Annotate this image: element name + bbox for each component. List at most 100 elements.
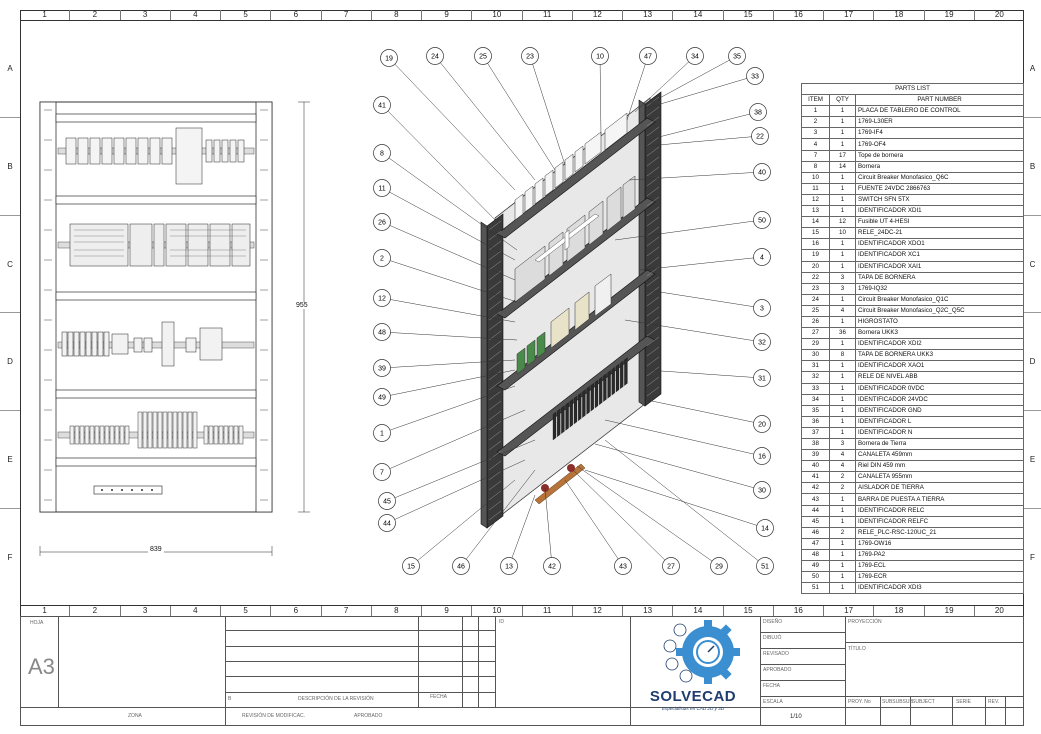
title-block — [20, 616, 1024, 726]
leader-line — [434, 55, 536, 181]
channel-slot — [646, 216, 660, 227]
part-number-cell: 1769-L30ER — [855, 116, 1024, 129]
balloon-callout: 24 — [426, 47, 444, 65]
item-cell: 12 — [801, 193, 830, 207]
zone-label: 1 — [20, 606, 71, 616]
balloon-callout: 45 — [378, 492, 396, 510]
channel-slot — [488, 450, 502, 461]
channel-slot — [488, 470, 502, 481]
balloon-number: 32 — [758, 340, 766, 347]
part-number-cell: Fusible UT 4-HESI — [855, 216, 1024, 229]
balloon-callout: 8 — [373, 144, 391, 162]
channel-slot — [488, 250, 502, 261]
zone-label: E — [0, 411, 20, 510]
leader-line — [639, 256, 763, 271]
channel-slot — [488, 270, 502, 281]
balloon-number: 47 — [644, 54, 652, 61]
part-number-cell: IDENTIFICADOR GND — [855, 404, 1024, 417]
zone-label: 12 — [573, 10, 623, 20]
balloon-callout: 49 — [373, 388, 391, 406]
balloon-callout: 7 — [373, 463, 391, 481]
channel-slot — [646, 366, 660, 377]
terminal-block — [582, 389, 586, 418]
zone-label: 14 — [673, 10, 724, 20]
balloon-circle — [728, 47, 746, 65]
balloon-callout: 39 — [373, 359, 391, 377]
qty-cell: 1 — [829, 504, 856, 517]
balloon-callout: 41 — [373, 96, 391, 114]
channel-slot — [488, 260, 502, 271]
balloon-callout: 13 — [500, 557, 518, 575]
zone-label: 6 — [271, 10, 322, 20]
channel-slot — [488, 240, 502, 251]
qty-cell: 1 — [829, 138, 856, 151]
channel-slot — [488, 430, 502, 441]
qty-cell: 1 — [829, 371, 856, 384]
balloon-circle — [380, 49, 398, 67]
part-number-cell: RELE DE NIVEL ABB — [855, 371, 1024, 384]
leader-line — [576, 465, 720, 567]
scale-value: 1/10 — [790, 714, 802, 720]
terminal-block — [611, 366, 615, 396]
zone-label: 4 — [171, 10, 221, 20]
item-cell: 31 — [801, 360, 830, 373]
channel-slot — [646, 346, 660, 357]
balloon-circle — [751, 127, 769, 145]
balloon-circle — [426, 47, 444, 65]
balloon-number: 34 — [691, 54, 699, 61]
balloon-circle — [474, 47, 492, 65]
qty-cell: 1 — [829, 426, 856, 440]
zone-label: ZONA — [128, 713, 142, 719]
item-cell: 44 — [801, 504, 830, 517]
zone-label: C — [1024, 216, 1041, 314]
part-number-cell: RELE_PLC-RSC-120UC_21 — [855, 526, 1024, 539]
balloon-circle — [753, 447, 771, 465]
item-cell: 11 — [801, 182, 830, 195]
title-field-label: REVISADO — [763, 651, 789, 657]
qty-cell: 4 — [829, 304, 856, 317]
item-cell: 49 — [801, 560, 830, 573]
channel-slot — [646, 336, 660, 347]
channel-slot — [488, 500, 502, 511]
item-cell: 20 — [801, 260, 830, 273]
balloon-circle — [753, 481, 771, 499]
zone-label: 20 — [994, 606, 1004, 615]
height-dimension: 955 — [296, 302, 308, 309]
balloon-callout: 29 — [710, 557, 728, 575]
qty-cell: 1 — [829, 293, 856, 306]
balloon-circle — [373, 96, 391, 114]
part-number-cell: IDENTIFICADOR XC1 — [855, 249, 1024, 262]
qty-cell: 10 — [829, 227, 856, 240]
channel-slot — [488, 460, 502, 471]
balloon-number: 12 — [378, 296, 386, 303]
channel-slot — [646, 206, 660, 217]
projection-label: PROYECCIÓN — [848, 619, 882, 625]
balloon-callout: 44 — [378, 514, 396, 532]
qty-cell: 3 — [829, 437, 856, 451]
balloon-callout: 14 — [756, 519, 774, 537]
balloon-callout: 2 — [373, 249, 391, 267]
balloon-number: 48 — [378, 330, 386, 337]
balloon-number: 27 — [667, 564, 675, 571]
qty-cell: 1 — [829, 537, 856, 550]
channel-slot — [646, 116, 660, 127]
balloon-number: 25 — [479, 54, 487, 61]
terminal-block — [565, 402, 569, 431]
part-number-cell: CANALETA 955mm — [855, 471, 1024, 484]
qty-cell: 1 — [829, 193, 856, 207]
zone-label: B — [0, 118, 20, 216]
balloon-number: 23 — [526, 54, 534, 61]
balloon-callout: 15 — [402, 557, 420, 575]
balloon-callout: 47 — [639, 47, 657, 65]
leader-line — [594, 443, 763, 491]
part-number-cell: SWITCH SFN 5TX — [855, 193, 1024, 207]
